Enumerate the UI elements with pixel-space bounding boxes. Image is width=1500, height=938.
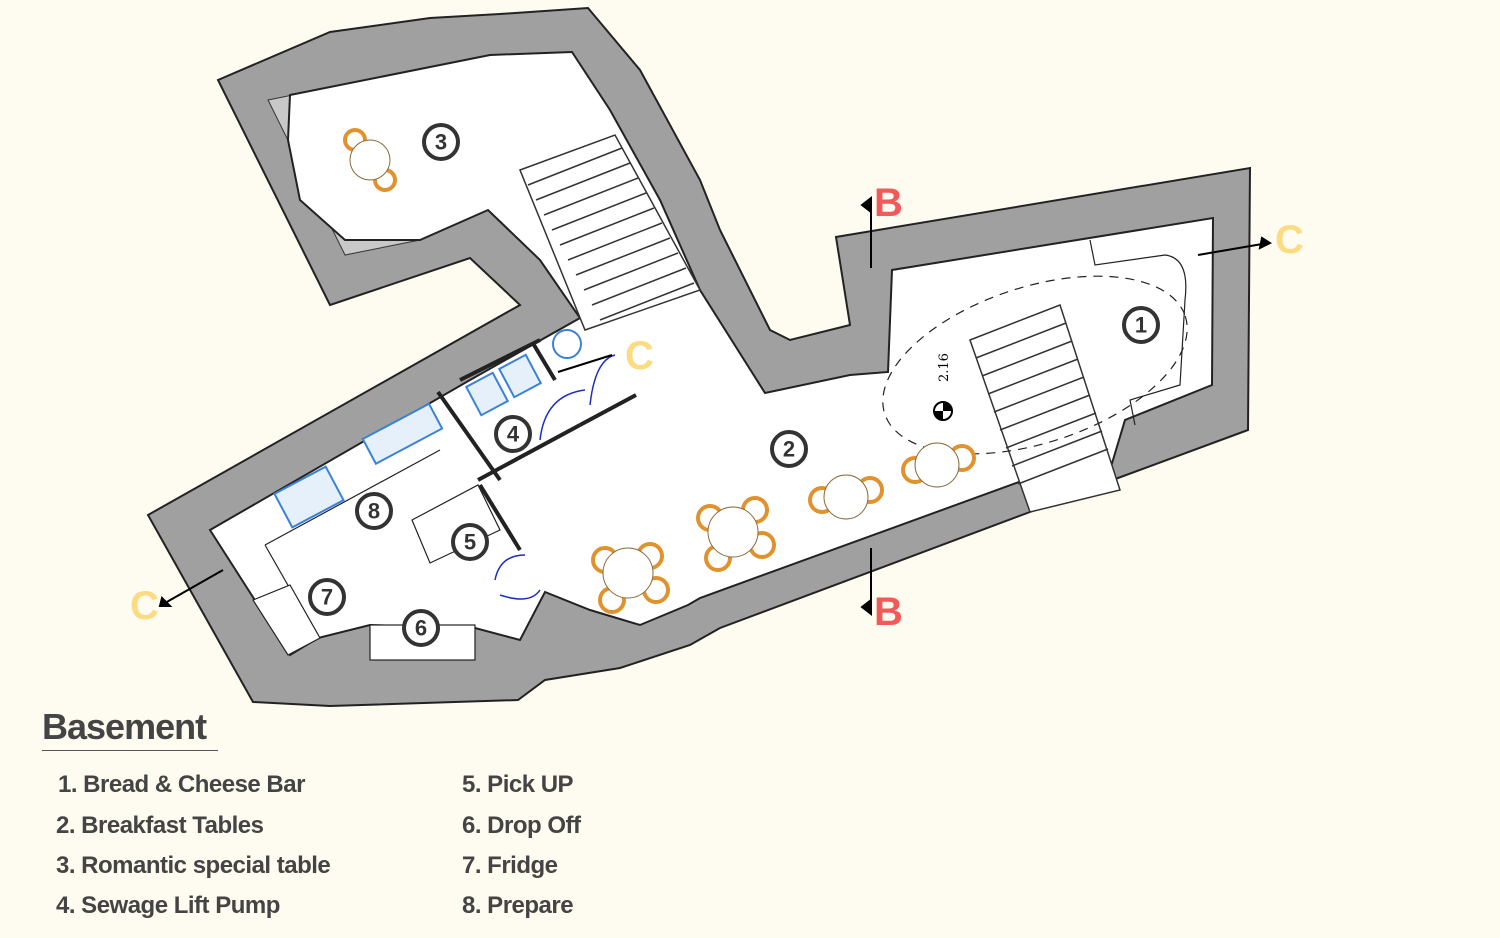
legend-item-6: 6. Drop Off: [462, 812, 581, 839]
toilet-icon: [464, 371, 510, 417]
legend-item-7: 7. Fridge: [462, 852, 558, 879]
legend-item-1: 1. Bread & Cheese Bar: [58, 771, 305, 798]
stove-icon: [273, 465, 345, 529]
table-icon: [808, 474, 884, 520]
section-lines: [158, 195, 1273, 617]
legend-item-8: 8. Prepare: [462, 892, 574, 919]
bar-staircase: [969, 304, 1121, 513]
elevation-marker: 2.16: [933, 353, 953, 421]
main-staircase: [519, 134, 702, 331]
bar-counter: [882, 239, 1188, 455]
toilet-icon: [497, 353, 543, 399]
room-markers: [308, 123, 1160, 647]
section-label-b-top: B: [874, 181, 903, 225]
plan-title: Basement: [42, 706, 218, 751]
room-number-6: 6: [415, 616, 427, 641]
room-number-7: 7: [321, 585, 333, 610]
table-icon: [696, 496, 776, 572]
section-label-c-right: C: [1275, 218, 1304, 262]
sink-icon: [361, 402, 444, 466]
tables: [343, 128, 976, 614]
partitions: [436, 338, 637, 552]
legend-item-2: 2. Breakfast Tables: [56, 812, 264, 839]
section-label-c-left: C: [130, 584, 159, 628]
doors: [494, 354, 616, 600]
room-number-5: 5: [464, 530, 476, 555]
table-icon: [901, 442, 976, 488]
legend-item-5: 5. Pick UP: [462, 771, 574, 798]
table-icon: [591, 542, 670, 614]
section-label-b-bottom: B: [874, 590, 903, 634]
room-number-8: 8: [368, 499, 380, 524]
section-label-c-mid: C: [625, 334, 654, 378]
elevation-label: 2.16: [937, 353, 952, 382]
room-number-2: 2: [783, 437, 795, 462]
legend-item-3: 3. Romantic special table: [56, 852, 331, 879]
washbasin-icon: [552, 329, 582, 359]
room-number-1: 1: [1135, 313, 1147, 338]
table-icon: [343, 128, 397, 192]
room-number-4: 4: [507, 422, 520, 447]
room-number-3: 3: [435, 130, 447, 155]
fixtures: [273, 329, 582, 529]
legend-item-4: 4. Sewage Lift Pump: [56, 892, 280, 919]
